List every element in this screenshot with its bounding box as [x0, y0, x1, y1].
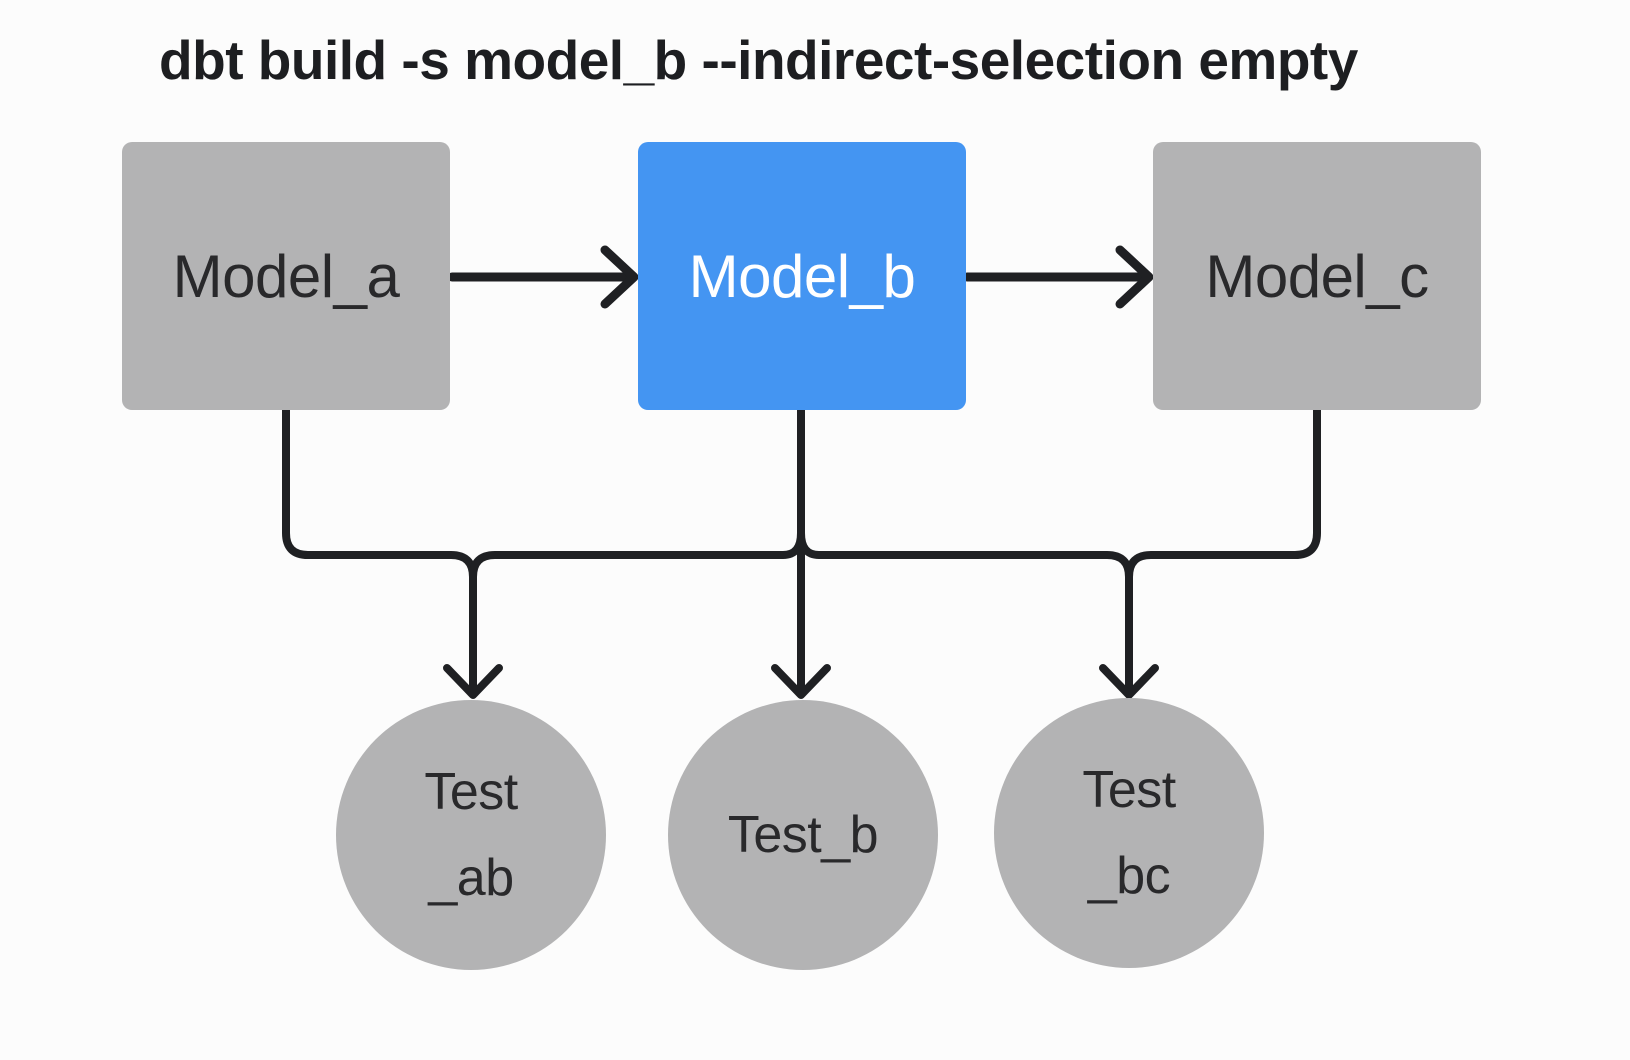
arrowhead-down-test_b — [771, 664, 831, 699]
diagram-title: dbt build -s model_b --indirect-selectio… — [159, 29, 1358, 91]
arrowhead-right-model_b — [600, 245, 639, 309]
node-model-c: Model_c — [1153, 142, 1481, 410]
node-model-a: Model_a — [122, 142, 450, 410]
edge-model_b-test_bc — [797, 406, 1133, 695]
node-test-bc: Test _bc — [994, 698, 1264, 968]
node-label-line: Test_b — [727, 806, 879, 864]
node-label-line: Test — [424, 763, 518, 821]
node-test-ab: Test _ab — [336, 700, 606, 970]
node-model-c-label: Model_c — [1205, 242, 1429, 310]
edge-model_a-test_ab — [282, 406, 477, 695]
edge-model_b-test_ab — [469, 406, 805, 695]
arrowhead-down-test_ab — [443, 664, 503, 699]
edge-model_c-test_bc — [1125, 406, 1321, 695]
node-model-a-label: Model_a — [172, 242, 400, 310]
node-model-b-label: Model_b — [688, 242, 916, 310]
node-label-line: _ab — [428, 849, 514, 907]
arrowhead-right-model_c — [1115, 245, 1154, 309]
node-model-b: Model_b — [638, 142, 966, 410]
node-label-line: Test — [1082, 761, 1176, 819]
node-test-b: Test_b — [668, 700, 938, 970]
arrowhead-down-test_bc — [1099, 664, 1159, 699]
node-label-line: _bc — [1087, 847, 1171, 905]
